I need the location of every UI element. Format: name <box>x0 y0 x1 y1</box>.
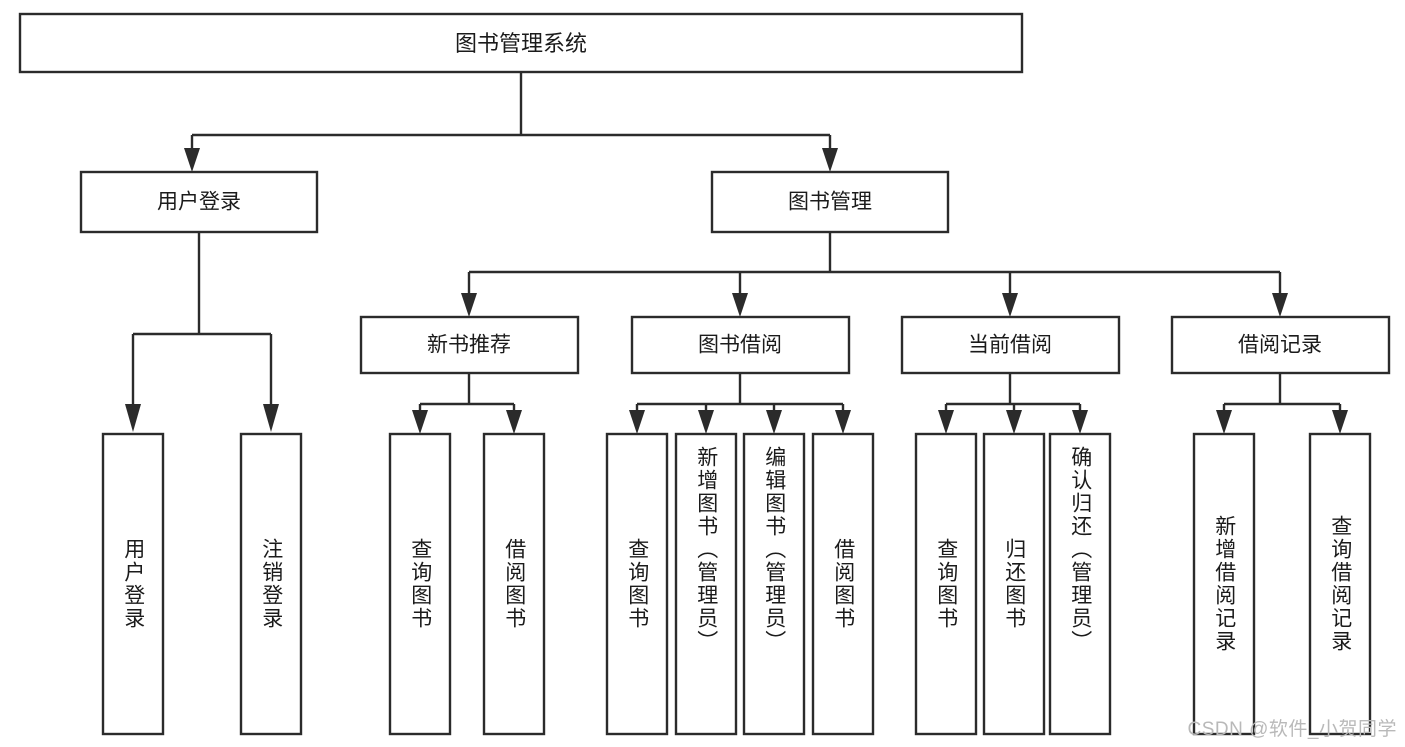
arrow-head-icon <box>1332 410 1348 434</box>
connector-borrow-to-leaves <box>629 373 851 434</box>
leaf-confirm-return-box[interactable] <box>1048 432 1112 736</box>
connector-root-to-level2 <box>184 72 838 172</box>
node-root-label: 图书管理系统 <box>455 31 587 56</box>
leaf-add-record-box[interactable] <box>1192 432 1256 736</box>
arrow-head-icon <box>938 410 954 434</box>
arrow-head-icon <box>766 410 782 434</box>
arrow-head-icon <box>698 410 714 434</box>
node-user-login-label: 用户登录 <box>157 191 241 214</box>
node-current-borrow[interactable]: 当前借阅 <box>900 315 1121 375</box>
leaf-user-login-box[interactable] <box>101 432 165 736</box>
arrow-head-icon <box>1072 410 1088 434</box>
node-borrow-record-box[interactable] <box>1170 315 1391 375</box>
leaf-query-book-3-box[interactable] <box>914 432 978 736</box>
arrow-head-icon <box>732 293 748 317</box>
leaf-query-book-1-box[interactable] <box>388 432 452 736</box>
leaf-edit-book-box[interactable] <box>742 432 806 736</box>
leaf-add-book-box[interactable] <box>674 432 738 736</box>
leaf-borrow-book-1-box[interactable] <box>482 432 546 736</box>
node-borrow-record[interactable]: 借阅记录 <box>1170 315 1391 375</box>
leaf-query-record-box[interactable] <box>1308 432 1372 736</box>
node-book-borrow[interactable]: 图书借阅 <box>630 315 851 375</box>
node-borrow-record-label: 借阅记录 <box>1238 334 1322 357</box>
connector-record-to-leaves <box>1216 373 1348 434</box>
connector-current-to-leaves <box>938 373 1088 434</box>
node-new-book-recommend[interactable]: 新书推荐 <box>359 315 580 375</box>
node-user-login-box[interactable] <box>79 170 319 234</box>
leaf-borrow-book-2-box[interactable] <box>811 432 875 736</box>
arrow-head-icon <box>125 404 141 432</box>
node-book-management-box[interactable] <box>710 170 950 234</box>
arrow-head-icon <box>835 410 851 434</box>
arrow-head-icon <box>629 410 645 434</box>
arrow-head-icon <box>1216 410 1232 434</box>
leaf-query-book-2-box[interactable] <box>605 432 669 736</box>
connector-recommend-to-leaves <box>412 373 522 434</box>
connector-userlogin-to-leaves <box>125 232 279 432</box>
leaf-boxes <box>101 432 1372 736</box>
arrow-head-icon <box>1002 293 1018 317</box>
arrow-head-icon <box>184 148 200 172</box>
leaf-logout-login-box[interactable] <box>239 432 303 736</box>
arrow-head-icon <box>1006 410 1022 434</box>
node-new-book-recommend-label: 新书推荐 <box>427 334 511 357</box>
node-book-management-label: 图书管理 <box>788 191 872 214</box>
arrow-head-icon <box>506 410 522 434</box>
arrow-head-icon <box>822 148 838 172</box>
node-book-borrow-box[interactable] <box>630 315 851 375</box>
node-root[interactable]: 图书管理系统 <box>18 12 1024 74</box>
node-book-management[interactable]: 图书管理 <box>710 170 950 234</box>
leaf-return-book-box[interactable] <box>982 432 1046 736</box>
node-current-borrow-box[interactable] <box>900 315 1121 375</box>
node-new-book-recommend-box[interactable] <box>359 315 580 375</box>
node-user-login[interactable]: 用户登录 <box>79 170 319 234</box>
arrow-head-icon <box>461 293 477 317</box>
arrow-head-icon <box>1272 293 1288 317</box>
arrow-head-icon <box>263 404 279 432</box>
connector-bookmgmt-to-level3 <box>461 232 1288 317</box>
node-root-box[interactable] <box>18 12 1024 74</box>
node-current-borrow-label: 当前借阅 <box>968 334 1052 357</box>
arrow-head-icon <box>412 410 428 434</box>
node-book-borrow-label: 图书借阅 <box>698 334 782 357</box>
